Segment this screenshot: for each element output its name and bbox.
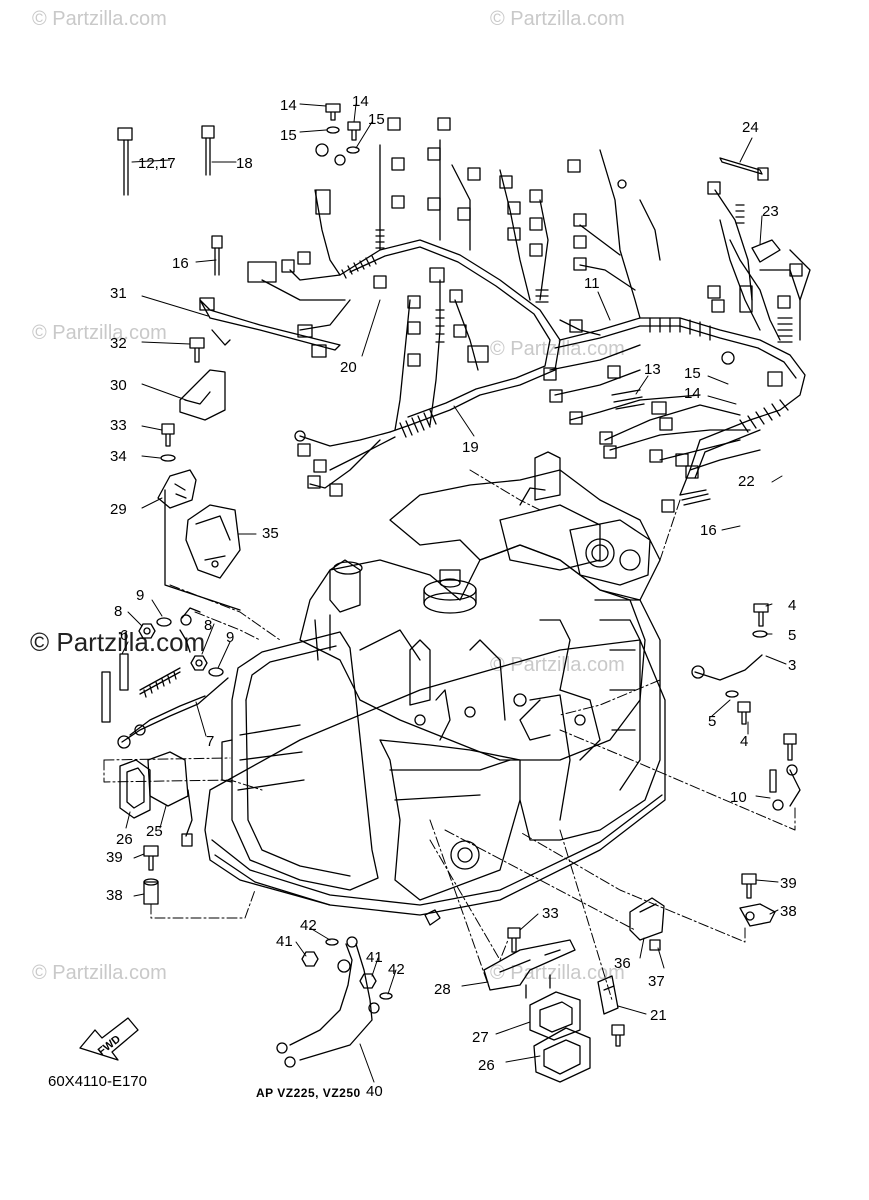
leader-lines (121, 103, 787, 1083)
callout-38: 38 (780, 903, 797, 920)
callout-41: 41 (366, 949, 383, 966)
callout-labels: 14 14 15 15 12,17 18 24 23 16 11 31 32 2… (106, 93, 797, 1100)
callout-42: 42 (300, 917, 317, 934)
callout-3: 3 (788, 657, 796, 674)
callout-34: 34 (110, 448, 127, 465)
callout-6: 6 (120, 627, 128, 644)
callout-4: 4 (740, 733, 748, 750)
callout-11: 11 (584, 275, 600, 292)
callout-41: 41 (276, 933, 293, 950)
callout-32: 32 (110, 335, 127, 352)
engine-block (204, 451, 666, 926)
callout-35: 35 (262, 525, 279, 542)
callout-14: 14 (684, 385, 701, 402)
callout-18: 18 (236, 155, 253, 172)
watermark: © Partzilla.com (32, 322, 167, 344)
callout-5: 5 (788, 627, 796, 644)
callout-9: 9 (136, 587, 144, 604)
watermark: © Partzilla.com (32, 962, 167, 984)
callout-4: 4 (788, 597, 796, 614)
callout-14: 14 (280, 97, 297, 114)
callout-16: 16 (172, 255, 189, 272)
callout-10: 10 (730, 789, 747, 806)
callout-29: 29 (110, 501, 127, 518)
callout-13: 13 (644, 361, 661, 378)
callout-25: 25 (146, 823, 163, 840)
wire-harness (247, 117, 811, 513)
watermark: © Partzilla.com (32, 8, 167, 30)
callout-15: 15 (684, 365, 701, 382)
callout-8: 8 (114, 603, 122, 620)
callout-37: 37 (648, 973, 665, 990)
model-note: AP VZ225, VZ250 (256, 1086, 361, 1100)
callout-24: 24 (742, 119, 759, 136)
callout-28: 28 (434, 981, 451, 998)
callout-21: 21 (650, 1007, 667, 1024)
callout-19: 19 (462, 439, 479, 456)
callout-12-17: 12,17 (138, 155, 176, 172)
callout-27: 27 (472, 1029, 489, 1046)
callout-7: 7 (206, 733, 214, 750)
callout-36: 36 (614, 955, 631, 972)
callout-33: 33 (542, 905, 559, 922)
callout-30: 30 (110, 377, 127, 394)
callout-42: 42 (388, 961, 405, 978)
callout-39: 39 (780, 875, 797, 892)
callout-5: 5 (708, 713, 716, 730)
callout-14: 14 (352, 93, 369, 110)
callout-20: 20 (340, 359, 357, 376)
callout-40: 40 (366, 1083, 383, 1100)
callout-31: 31 (110, 285, 127, 302)
callout-39: 39 (106, 849, 123, 866)
callout-22: 22 (738, 473, 755, 490)
callout-23: 23 (762, 203, 779, 220)
callout-15: 15 (368, 111, 385, 128)
callout-9: 9 (226, 629, 234, 646)
watermark: © Partzilla.com (490, 338, 625, 360)
fwd-label: FWD (96, 1033, 123, 1058)
callout-26: 26 (478, 1057, 495, 1074)
callout-8: 8 (204, 617, 212, 634)
callout-15: 15 (280, 127, 297, 144)
diagram-part-number: 60X4110-E170 (48, 1073, 147, 1090)
watermark-main: © Partzilla.com (30, 627, 206, 657)
loose-parts (79, 103, 801, 1083)
reference-lines (103, 469, 796, 1001)
callout-38: 38 (106, 887, 123, 904)
callout-33: 33 (110, 417, 127, 434)
callout-16: 16 (700, 522, 717, 539)
watermark: © Partzilla.com (490, 654, 625, 676)
callout-26: 26 (116, 831, 133, 848)
watermark: © Partzilla.com (490, 8, 625, 30)
